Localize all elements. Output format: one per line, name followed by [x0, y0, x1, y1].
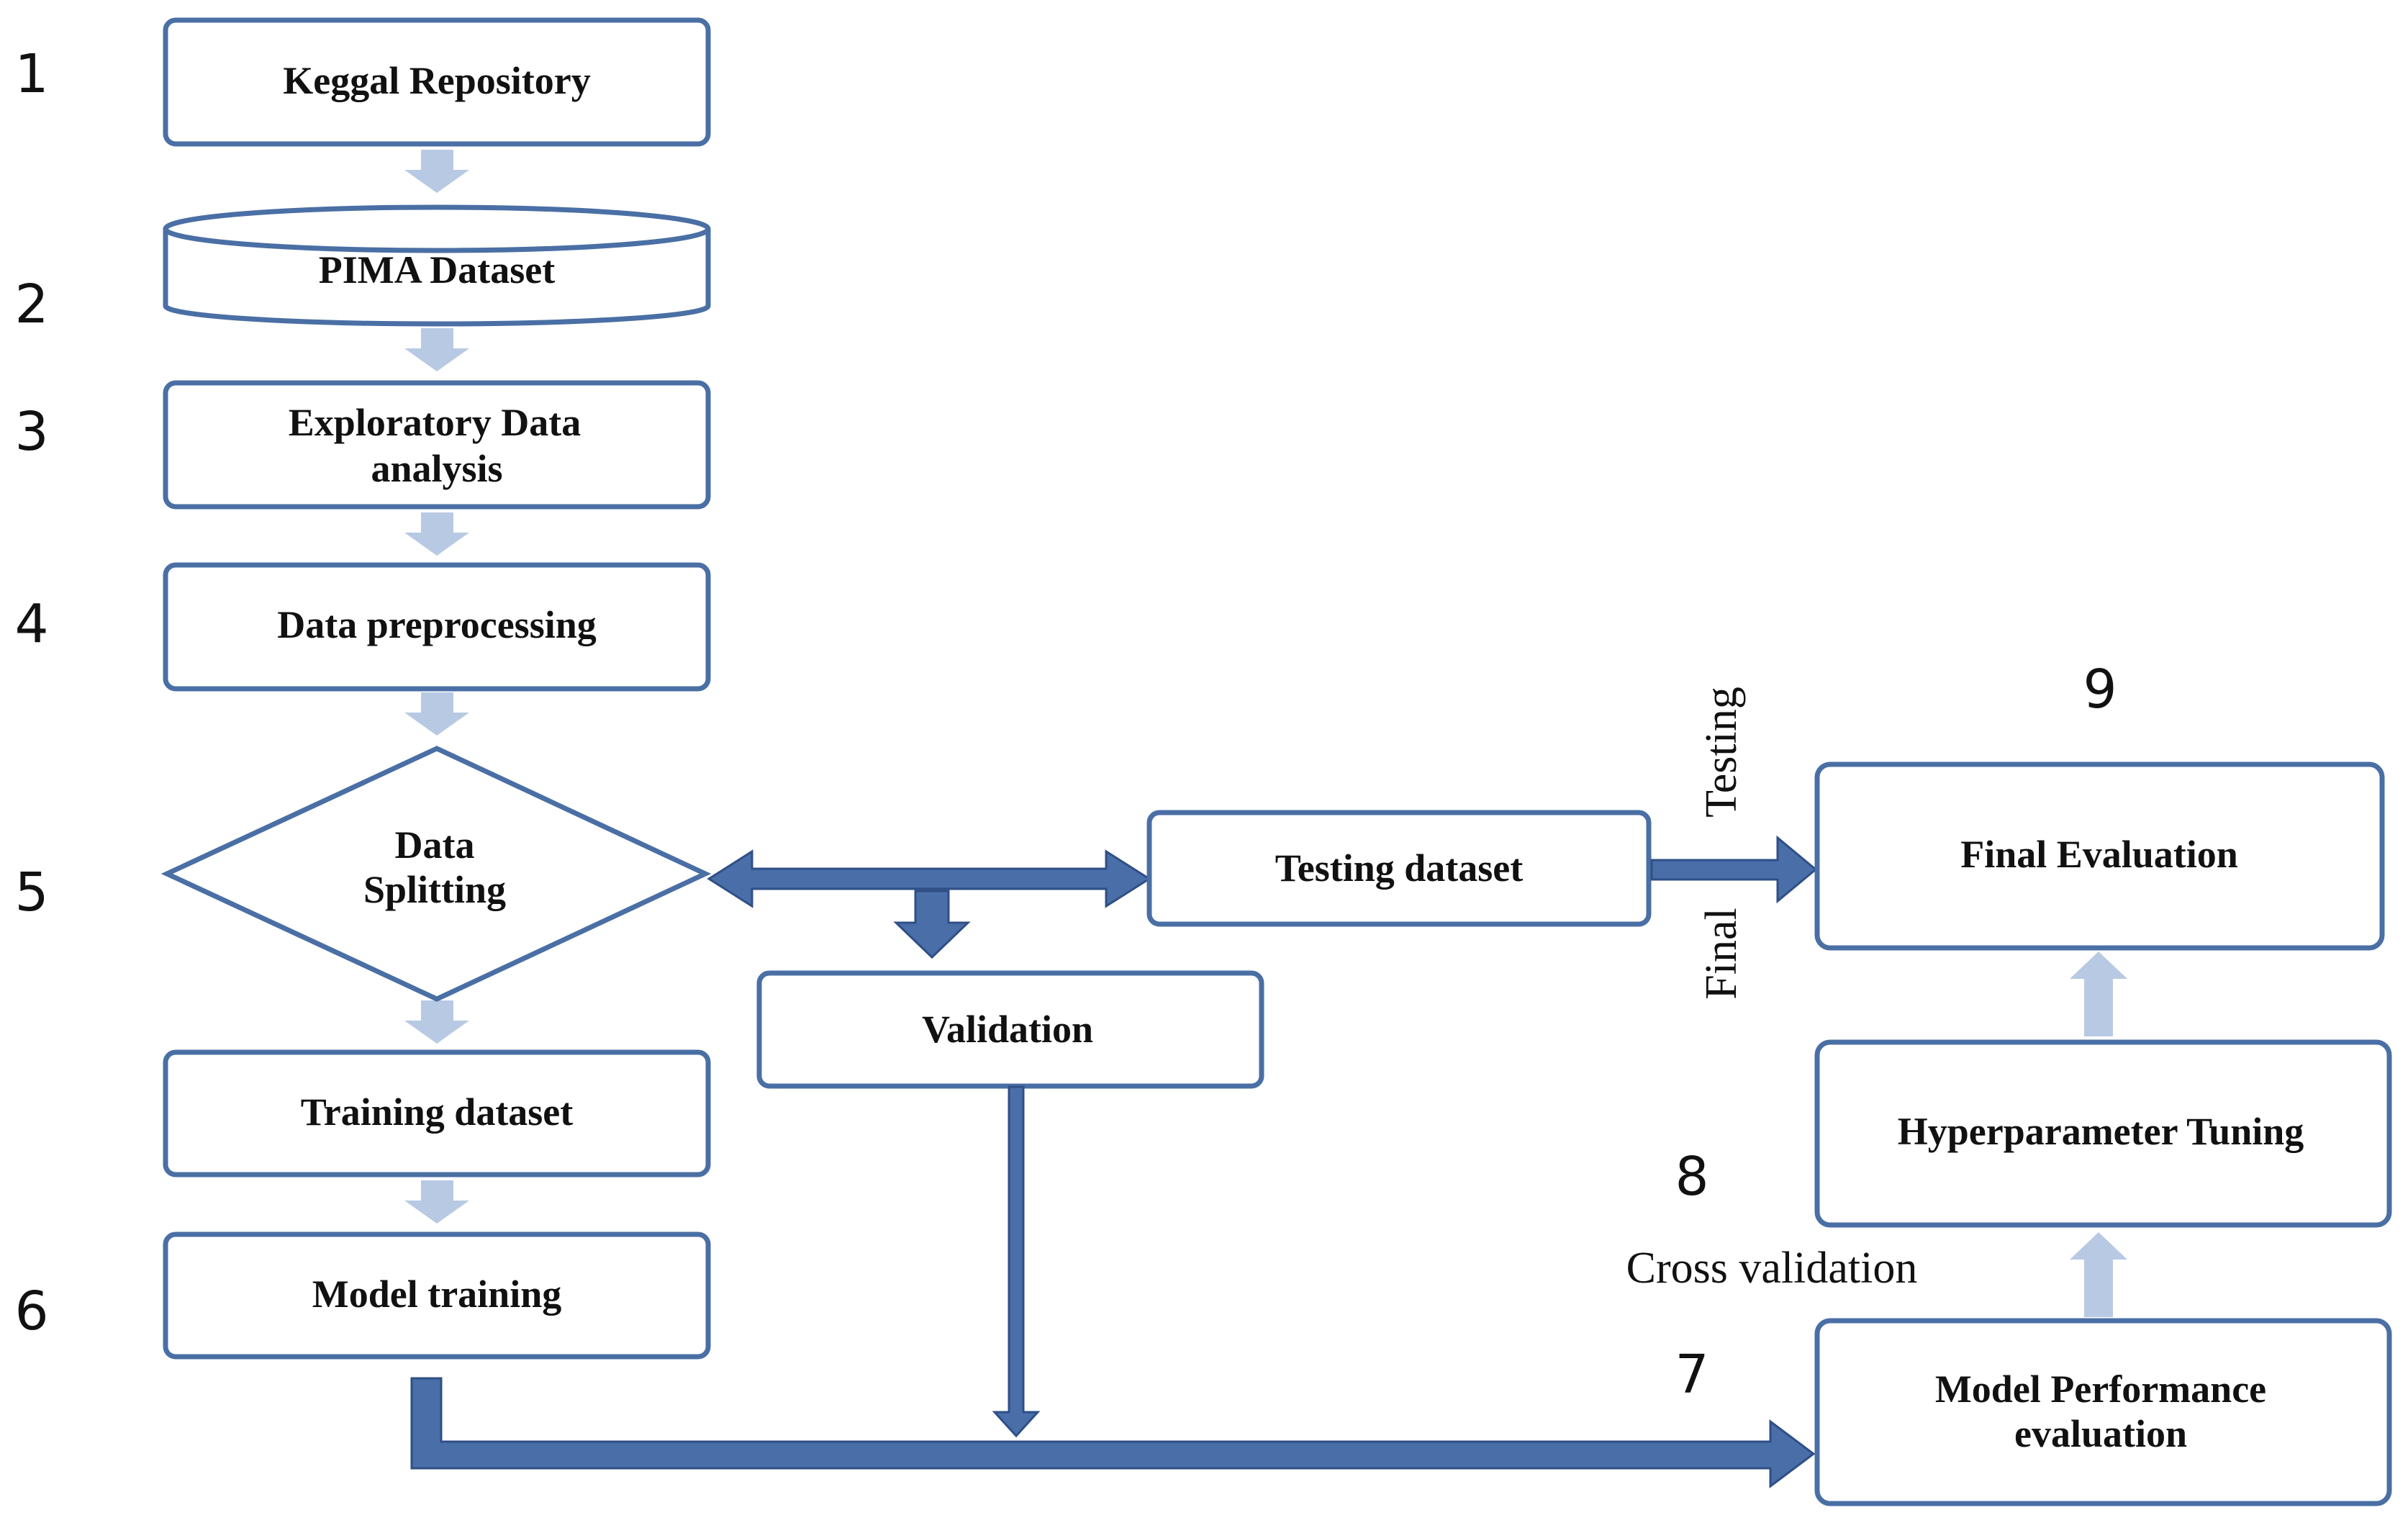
label-final: Final [1697, 908, 1746, 999]
step-number-3: 3 [14, 401, 48, 463]
arrow-hyperparameter-to-final [2070, 951, 2127, 1036]
arrow-pima-to-eda [404, 328, 469, 371]
node-keggal-repository-label: Keggal Repository [283, 59, 590, 102]
node-model-training-label: Model training [312, 1272, 562, 1316]
arrow-splitting-to-training [404, 1000, 469, 1044]
step-number-1: 1 [14, 43, 48, 105]
node-model-performance-evaluation [1814, 1318, 2392, 1506]
node-model-training [163, 1231, 711, 1360]
label-cross-validation: Cross validation [1626, 1244, 1918, 1293]
node-keggal-repository [163, 17, 711, 147]
arrow-perf-to-hyperparameter [2070, 1232, 2127, 1317]
step-number-2: 2 [14, 273, 48, 335]
node-testing-dataset-label: Testing dataset [1275, 846, 1524, 890]
node-eda-label-line2: analysis [371, 447, 502, 490]
node-hyperparameter-tuning [1814, 1039, 2392, 1228]
node-data-preprocessing [163, 562, 711, 692]
step-number-4: 4 [14, 593, 48, 655]
step-number-7: 7 [1675, 1344, 1708, 1406]
arrow-preprocessing-to-splitting [404, 692, 469, 736]
node-data-splitting [160, 746, 712, 1002]
step-number-8: 8 [1675, 1146, 1708, 1208]
node-hyperparameter-tuning-label: Hyperparameter Tuning [1898, 1110, 2304, 1153]
node-data-splitting-label-line2: Splitting [363, 868, 506, 911]
node-exploratory-data-analysis [163, 380, 711, 510]
arrow-keggal-to-pima [404, 150, 469, 193]
node-final-evaluation [1814, 761, 2385, 951]
step-number-9: 9 [2083, 659, 2117, 720]
node-model-performance-label-line2: evaluation [2014, 1412, 2187, 1455]
node-training-dataset-label: Training dataset [301, 1090, 574, 1134]
node-testing-dataset [1146, 810, 1652, 927]
arrow-eda-to-preprocessing [404, 512, 469, 556]
node-eda-label-line1: Exploratory Data [289, 401, 581, 444]
arrow-testing-to-final-evaluation [1650, 835, 1818, 904]
arrow-validation-to-bottom [992, 1085, 1041, 1438]
step-number-6: 6 [14, 1280, 48, 1342]
node-data-splitting-label-line1: Data [395, 823, 475, 867]
arrow-training-to-model-training [404, 1180, 469, 1224]
node-model-performance-label-line1: Model Performance [1935, 1367, 2266, 1411]
node-pima-dataset [163, 204, 711, 327]
node-validation-label: Validation [922, 1008, 1093, 1051]
node-final-evaluation-label: Final Evaluation [1960, 833, 2238, 876]
step-number-5: 5 [14, 862, 48, 923]
node-training-dataset [163, 1049, 711, 1177]
arrow-branch-to-validation [893, 890, 971, 959]
node-pima-dataset-label: PIMA Dataset [319, 248, 555, 291]
node-data-preprocessing-label: Data preprocessing [277, 603, 597, 646]
arrow-model-training-to-performance [410, 1377, 1816, 1488]
label-testing: Testing [1697, 687, 1746, 818]
